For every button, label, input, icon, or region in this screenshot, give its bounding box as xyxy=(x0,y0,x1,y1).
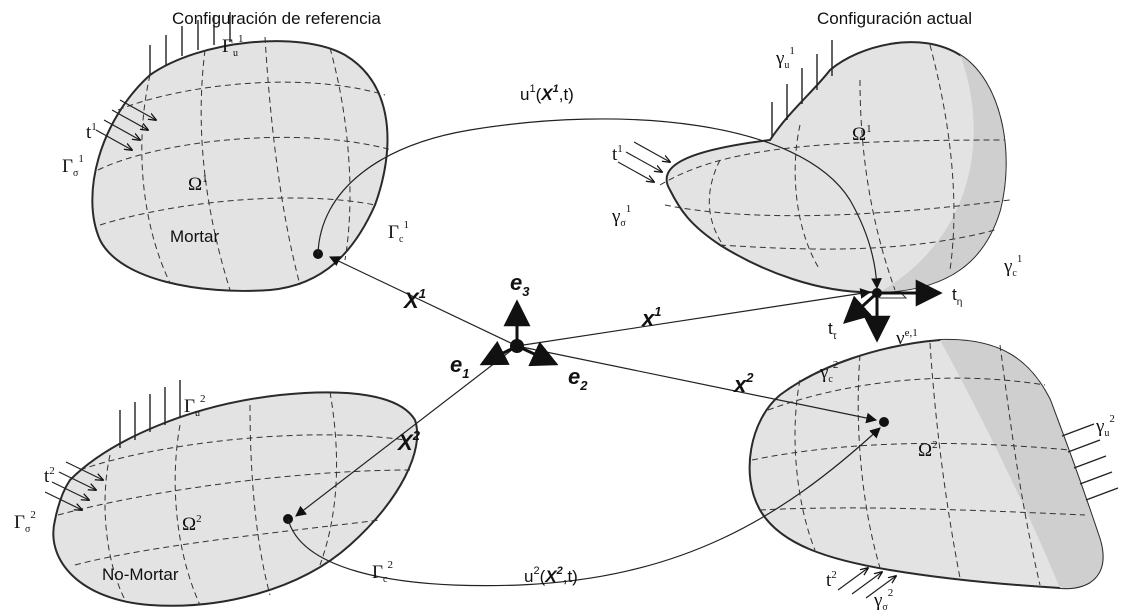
label-Gamma-sigma-2: Γσ2 xyxy=(14,509,36,535)
label-Gamma-u-2: Γu2 xyxy=(184,393,205,419)
body2-ref-outline xyxy=(52,391,419,607)
reference-config-title: Configuración de referencia xyxy=(172,9,381,28)
label-normal: νe,1 xyxy=(896,327,918,349)
body2-cur-support-hatch xyxy=(1061,423,1119,501)
body1-cur-contact-point xyxy=(872,288,882,298)
label-mortar: Mortar xyxy=(170,227,219,246)
label-Gamma-c-2: Γc2 xyxy=(372,559,393,585)
body1-reference xyxy=(91,12,393,292)
body1-ref-support-hatch xyxy=(149,12,231,75)
X2-vector xyxy=(295,345,518,517)
label-t-tau: tτ xyxy=(828,319,837,342)
body2-ref-support-hatch xyxy=(119,380,181,448)
u2-map-curve xyxy=(287,427,881,587)
label-gamma-sigma-2: γσ2 xyxy=(873,587,893,613)
label-x2: x2 xyxy=(733,370,754,397)
current-config-title: Configuración actual xyxy=(817,9,972,28)
label-Gamma-sigma-1: Γσ1 xyxy=(62,153,84,179)
x1-vector xyxy=(516,288,872,347)
origin-point xyxy=(510,339,524,353)
label-gamma-c-2: γc2 xyxy=(819,359,838,385)
label-Omega-2-cur: Ω2 xyxy=(918,439,938,461)
t-tau-axis xyxy=(842,291,879,324)
label-u2-map: u2(X2,t) xyxy=(524,565,578,586)
label-gamma-u-2: γu2 xyxy=(1095,413,1115,439)
e2-axis xyxy=(516,341,559,367)
x2-vector xyxy=(516,345,878,424)
body1-cur-support-hatch xyxy=(771,40,833,138)
u1-map-curve xyxy=(317,118,882,290)
label-X1: X1 xyxy=(402,286,426,313)
label-e3: e3 xyxy=(510,270,530,299)
label-Omega-1-cur: Ω1 xyxy=(852,123,872,145)
body2-reference xyxy=(44,380,419,607)
label-gamma-sigma-1: γσ1 xyxy=(611,203,631,229)
body1-ref-traction-arrows xyxy=(95,99,156,150)
label-t-2-ref: t2 xyxy=(44,465,55,487)
label-t-1-cur: t1 xyxy=(612,143,623,165)
label-gamma-u-1: γu1 xyxy=(775,45,795,71)
body1-cur-traction-arrows xyxy=(617,141,670,182)
label-e1: e1 xyxy=(450,352,469,381)
label-X2: X2 xyxy=(396,428,421,455)
body2-cur-point xyxy=(879,417,889,427)
label-e2: e2 xyxy=(568,364,588,393)
label-no-mortar: No-Mortar xyxy=(102,565,179,584)
label-t-2-cur: t2 xyxy=(826,569,837,591)
label-t-eta: tη xyxy=(952,285,962,308)
label-Gamma-c-1: Γc1 xyxy=(388,219,409,245)
X1-vector xyxy=(329,256,518,347)
contact-frame xyxy=(842,279,943,343)
body1-ref-outline xyxy=(91,40,389,292)
body2-current xyxy=(748,338,1119,599)
label-Omega-1-ref: Ω1 xyxy=(188,173,208,195)
label-Gamma-u-1: Γu1 xyxy=(222,33,243,59)
body2-cur-traction-arrows xyxy=(837,568,896,599)
label-gamma-c-1: γc1 xyxy=(1003,253,1022,279)
body2-ref-traction-arrows xyxy=(44,461,103,510)
body1-current xyxy=(617,40,1011,294)
label-x1: x1 xyxy=(641,304,661,331)
origin-basis xyxy=(295,256,878,517)
label-Omega-2-ref: Ω2 xyxy=(182,513,202,535)
label-t-1-ref: t1 xyxy=(86,121,97,143)
label-u1-map: u1(X1,t) xyxy=(520,83,574,104)
